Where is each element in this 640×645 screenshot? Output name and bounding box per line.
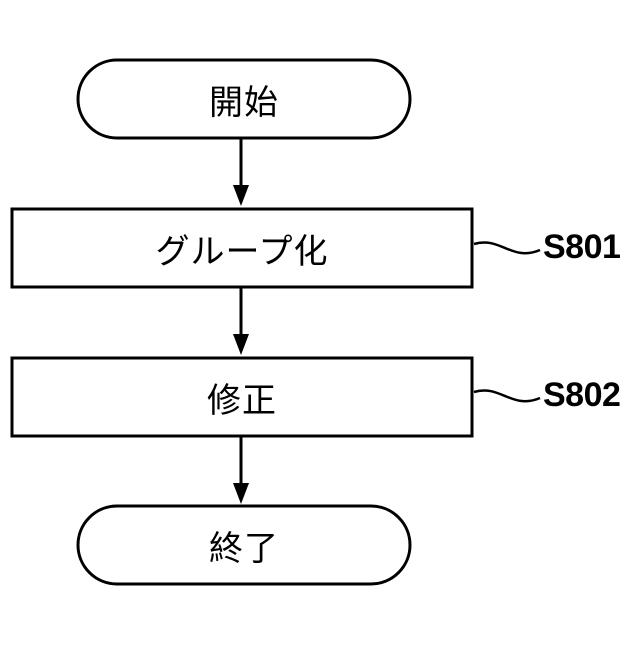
step2-label-leader (474, 390, 540, 401)
step2-label: 修正 (12, 358, 472, 436)
step1-id: S801 (543, 228, 620, 267)
arrowhead-step1-to-step2 (233, 334, 249, 355)
arrowhead-step2-to-end (233, 483, 249, 504)
step1-label-leader (474, 242, 540, 253)
start-label: 開始 (78, 60, 410, 138)
step2-id: S802 (543, 376, 620, 415)
arrowhead-start-to-step1 (233, 185, 249, 206)
step1-label: グループ化 (12, 209, 472, 287)
end-label: 終了 (78, 506, 410, 584)
